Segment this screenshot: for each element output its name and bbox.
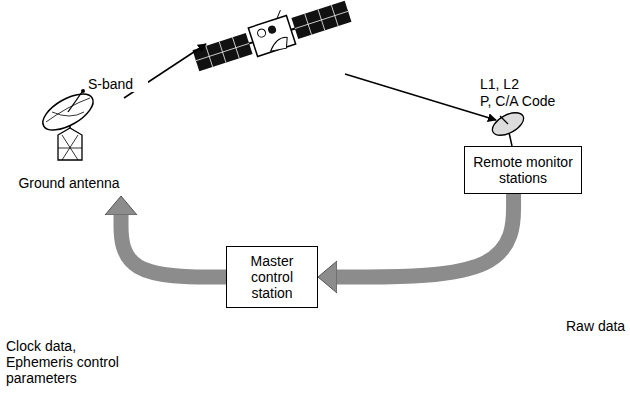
antenna-feed — [68, 92, 82, 112]
flow-label: Raw data — [566, 318, 630, 334]
solar-panel — [193, 33, 253, 71]
satellite-sensor — [257, 28, 267, 38]
process-box: Remote monitor stations — [464, 146, 582, 194]
antenna-base — [58, 128, 82, 160]
signal-label: S-band — [88, 76, 148, 92]
signal-label: L1, L2 — [480, 76, 580, 92]
downlink-arrow — [345, 74, 496, 120]
antenna-truss — [58, 135, 82, 160]
signal-label: P, C/A Code — [480, 93, 580, 109]
satellite-boom — [196, 11, 348, 60]
flow-label: Clock data, Ephemeris control parameters — [6, 338, 141, 386]
panel-grid — [193, 1, 352, 71]
satellite-mast — [275, 10, 283, 19]
satellite-antenna — [268, 36, 290, 53]
process-box: Master control station — [226, 246, 318, 308]
antenna-dish — [37, 87, 98, 138]
node-label: Master control station — [233, 253, 311, 301]
node-label: Ground antenna — [18, 175, 119, 191]
node-label: Remote monitor stations — [471, 154, 575, 186]
antenna-node: Ground antenna — [4, 92, 134, 196]
monitor-dish-icon — [489, 108, 527, 146]
dish-feed — [500, 116, 508, 124]
solar-panel — [291, 1, 351, 39]
antenna-feed-horn — [81, 89, 85, 93]
flow-arrow — [121, 215, 226, 277]
dish-ribs — [46, 98, 90, 122]
satellite-body — [248, 16, 295, 57]
satellite-sensor — [267, 25, 277, 35]
monitor-dish — [489, 108, 527, 140]
satellite — [189, 0, 353, 76]
ground-antenna-icon — [37, 87, 98, 160]
flow-arrow — [337, 194, 514, 277]
